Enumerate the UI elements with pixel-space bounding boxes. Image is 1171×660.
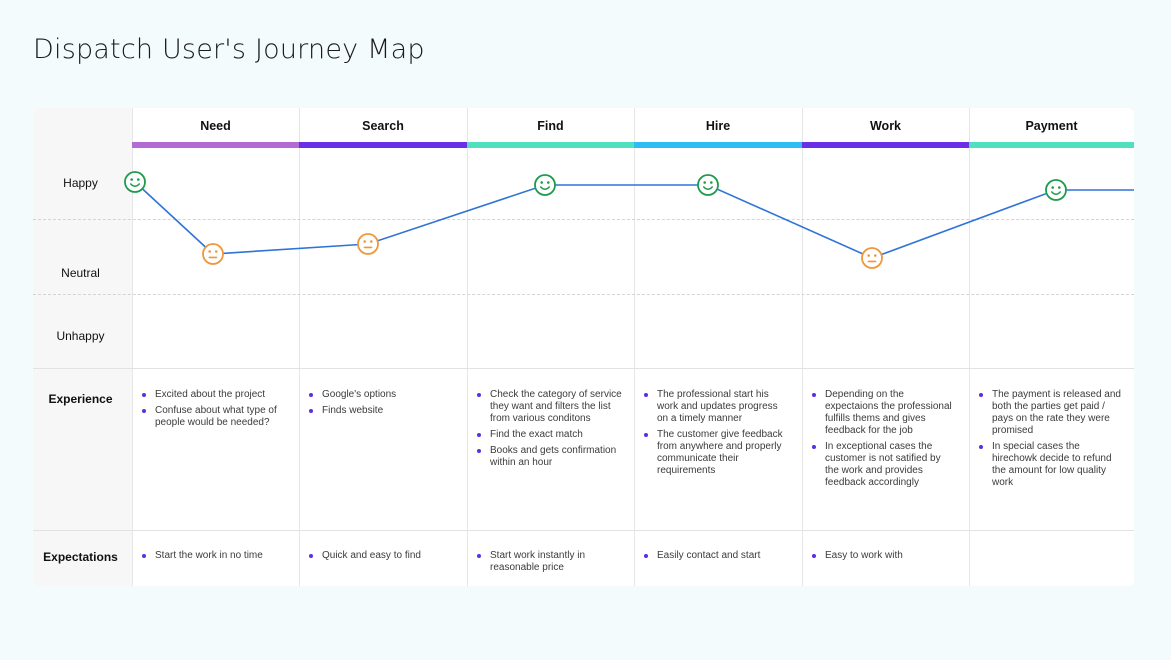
row-label-expectations: Expectations: [43, 550, 118, 564]
column-divider: [969, 108, 970, 586]
phase-title-work: Work: [869, 119, 902, 133]
smiley-happy-icon: [124, 171, 146, 193]
smiley-neutral-icon: [202, 243, 224, 265]
emotion-divider: [33, 294, 1134, 295]
smiley-neutral-icon: [861, 247, 883, 269]
phase-bar-hire: [634, 142, 802, 148]
experience-cell-work: Depending on the expectaions the profess…: [802, 389, 969, 493]
journey-board: Need Search Find Hire Work Payment Happy…: [33, 108, 1134, 586]
phase-title-hire: Hire: [705, 119, 731, 133]
row-label-unhappy: Unhappy: [56, 329, 105, 343]
phase-bar-payment: [969, 142, 1134, 148]
list-item: Check the category of service they want …: [477, 389, 622, 425]
column-divider: [802, 108, 803, 586]
list-item: Finds website: [309, 405, 455, 417]
smiley-happy-icon: [534, 174, 556, 196]
list-item: Start work instantly in reasonable price: [477, 550, 622, 574]
smiley-happy-icon: [697, 174, 719, 196]
list-item: Books and gets confirmation within an ho…: [477, 445, 622, 469]
expectations-cell-find: Start work instantly in reasonable price: [467, 550, 634, 578]
list-item: The payment is released and both the par…: [979, 389, 1122, 437]
row-label-happy: Happy: [63, 176, 98, 190]
column-divider: [467, 108, 468, 586]
row-label-column: [33, 108, 132, 586]
list-item: Easily contact and start: [644, 550, 790, 562]
row-label-experience: Experience: [48, 392, 113, 406]
expectations-cell-work: Easy to work with: [802, 550, 969, 566]
list-item: Find the exact match: [477, 429, 622, 441]
smiley-happy-icon: [1045, 179, 1067, 201]
phase-bar-work: [802, 142, 969, 148]
experience-cell-payment: The payment is released and both the par…: [969, 389, 1134, 493]
phase-title-search: Search: [362, 119, 404, 133]
emotion-line: [134, 181, 1134, 259]
emotion-curve: [124, 171, 1134, 269]
section-divider: [33, 530, 1134, 531]
list-item: Confuse about what type of people would …: [142, 405, 287, 429]
experience-cell-search: Google's options Finds website: [299, 389, 467, 421]
column-divider: [132, 108, 133, 586]
list-item: In exceptional cases the customer is not…: [812, 441, 957, 489]
smiley-neutral-icon: [357, 233, 379, 255]
phase-title-payment: Payment: [1025, 119, 1078, 133]
experience-cell-find: Check the category of service they want …: [467, 389, 634, 473]
list-item: Start the work in no time: [142, 550, 287, 562]
section-divider: [33, 368, 1134, 369]
emotion-divider: [33, 219, 1134, 220]
row-label-neutral: Neutral: [61, 266, 100, 280]
expectations-cell-hire: Easily contact and start: [634, 550, 802, 566]
experience-cell-hire: The professional start his work and upda…: [634, 389, 802, 481]
phase-bar-find: [467, 142, 634, 148]
list-item: Easy to work with: [812, 550, 957, 562]
list-item: In special cases the hirechowk decide to…: [979, 441, 1122, 489]
list-item: The customer give feedback from anywhere…: [644, 429, 790, 477]
list-item: Depending on the expectaions the profess…: [812, 389, 957, 437]
list-item: Excited about the project: [142, 389, 287, 401]
list-item: Google's options: [309, 389, 455, 401]
expectations-cell-search: Quick and easy to find: [299, 550, 467, 566]
phase-bar-search: [299, 142, 467, 148]
page-title: Dispatch User's Journey Map: [33, 34, 425, 65]
column-divider: [634, 108, 635, 586]
phase-title-need: Need: [200, 119, 231, 133]
column-divider: [299, 108, 300, 586]
phase-title-find: Find: [537, 119, 564, 133]
experience-cell-need: Excited about the project Confuse about …: [132, 389, 299, 433]
list-item: Quick and easy to find: [309, 550, 455, 562]
expectations-cell-need: Start the work in no time: [132, 550, 299, 566]
list-item: The professional start his work and upda…: [644, 389, 790, 425]
phase-bar-need: [132, 142, 299, 148]
